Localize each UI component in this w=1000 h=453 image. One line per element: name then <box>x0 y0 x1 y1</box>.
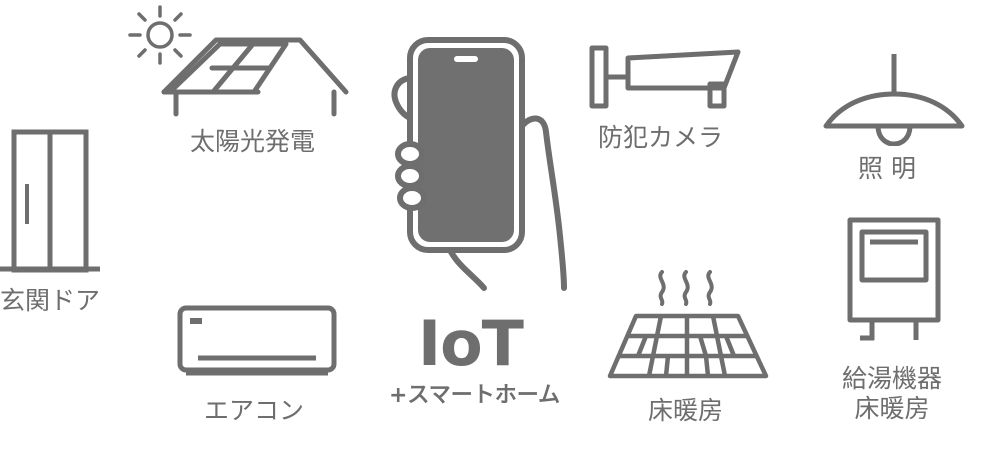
main-subtitle: +スマートホーム <box>389 383 561 408</box>
security-camera-icon <box>588 44 748 112</box>
floor-heating-icon <box>606 268 770 384</box>
front-door-icon <box>0 126 110 276</box>
air-conditioner-icon <box>176 304 338 376</box>
floor-heating-label: 床暖房 <box>648 396 724 425</box>
lighting-label: 照 明 <box>858 154 916 183</box>
sun-icon <box>126 4 196 68</box>
front-door-label: 玄関ドア <box>0 286 101 315</box>
water-heater-icon <box>846 216 942 344</box>
camera-label: 防犯カメラ <box>598 123 724 152</box>
main-title: IoT <box>418 307 524 380</box>
water-heater-label-line1: 給湯機器 <box>841 364 942 393</box>
solar-panel-icon <box>158 34 352 118</box>
water-heater-label: 給湯機器 床暖房 <box>832 364 952 424</box>
water-heater-label-line2: 床暖房 <box>854 394 930 423</box>
solar-label: 太陽光発電 <box>190 127 316 156</box>
ceiling-light-icon <box>820 54 968 146</box>
aircon-label: エアコン <box>204 396 305 425</box>
smartphone-hand-icon <box>388 36 568 292</box>
